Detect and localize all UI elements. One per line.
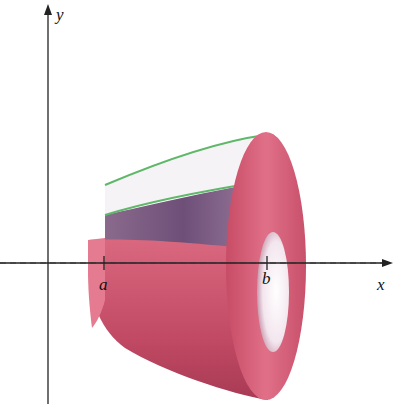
arrowhead (44, 4, 52, 15)
arrowhead (382, 259, 393, 267)
tick (266, 256, 267, 270)
y-axis (47, 14, 48, 404)
washer-hole (257, 232, 289, 352)
washer-end (226, 132, 306, 400)
axis-label: y (56, 6, 64, 23)
axis-of-rotation (0, 262, 384, 263)
axis-label: a (99, 276, 108, 293)
axis-label: x (377, 276, 385, 293)
axis-label: b (262, 270, 271, 287)
tick (103, 256, 104, 270)
x-axis (0, 262, 384, 263)
